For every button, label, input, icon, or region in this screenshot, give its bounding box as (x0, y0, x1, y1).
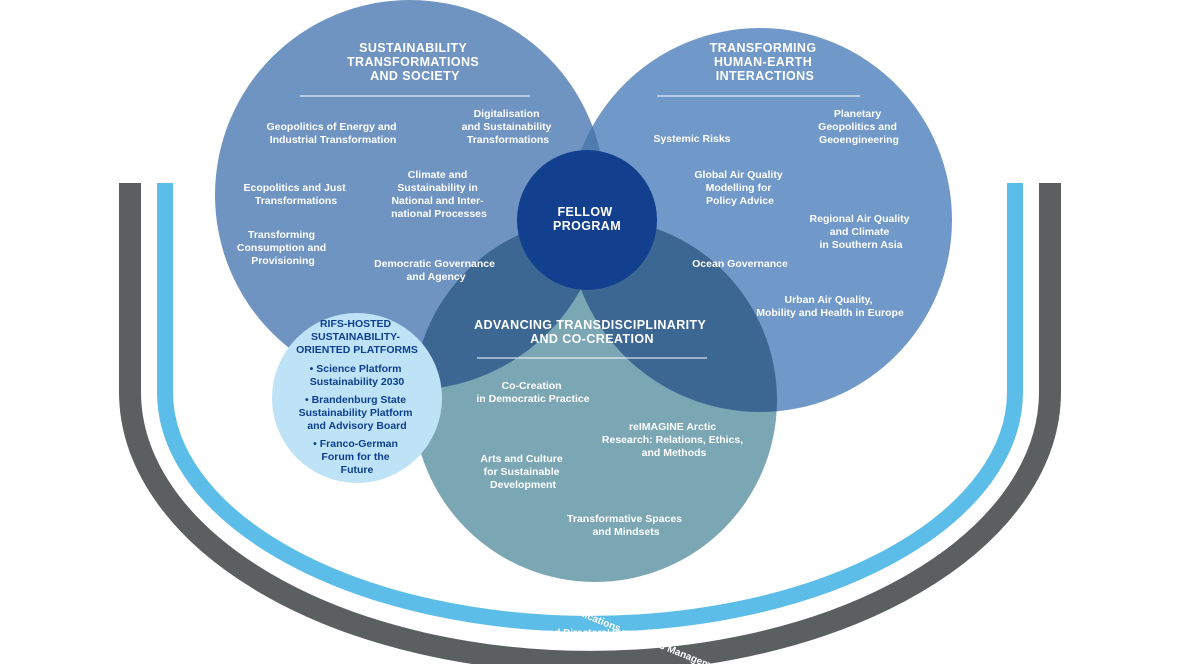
society-item: Geopolitics of Energy and Industrial Tra… (266, 121, 399, 146)
earth-item: Ocean Governance (692, 258, 788, 270)
earth-item: Planetary Geopolitics and Geoengineering (818, 108, 900, 146)
center-title: FELLOW PROGRAM (553, 205, 621, 233)
society-item: Climate and Sustainability in National a… (391, 169, 487, 220)
platforms-title: RIFS-HOSTED SUSTAINABILITY- ORIENTED PLA… (296, 318, 418, 356)
earth-item: Urban Air Quality, Mobility and Health i… (756, 294, 904, 319)
overlap-society-cocreation (413, 218, 605, 390)
cocreation-item: Co-Creation in Democratic Practice (476, 380, 589, 405)
cocreation-item: Transformative Spaces and Mindsets (567, 513, 685, 538)
society-item: Democratic Governance and Agency (374, 258, 498, 283)
inner-arc-band (157, 183, 1023, 632)
earth-item: Global Air Quality Modelling for Policy … (694, 169, 785, 207)
platforms-item: • Franco-German Forum for the Future (313, 438, 401, 476)
society-item: Ecopolitics and Just Transformations (243, 182, 348, 207)
platforms-circle (272, 313, 442, 483)
platforms-item: • Science Platform Sustainability 2030 (310, 363, 405, 388)
cocreation-item: reIMAGINE Arctic Research: Relations, Et… (602, 421, 746, 459)
center-fellow-program (517, 150, 657, 290)
earth-item: Systemic Risks (653, 133, 730, 145)
outer-arc-label: Directors and Directors’ Support Teams (496, 628, 685, 639)
outer-arc-band (119, 183, 1061, 664)
earth-item: Regional Air Quality and Climate in Sout… (810, 213, 913, 251)
society-item: Digitalisation and Sustainability Transf… (462, 108, 555, 146)
cocreation-item: Arts and Culture for Sustainable Develop… (480, 453, 565, 491)
society-title: SUSTAINABILITY TRANSFORMATIONS AND SOCIE… (347, 41, 483, 83)
cocreation-title: ADVANCING TRANSDISCIPLINARITY AND CO-CRE… (474, 318, 710, 346)
society-item: Transforming Consumption and Provisionin… (237, 229, 329, 267)
platforms-item: • Brandenburg State Sustainability Platf… (299, 394, 416, 432)
earth-title: TRANSFORMING HUMAN-EARTH INTERACTIONS (710, 41, 821, 83)
